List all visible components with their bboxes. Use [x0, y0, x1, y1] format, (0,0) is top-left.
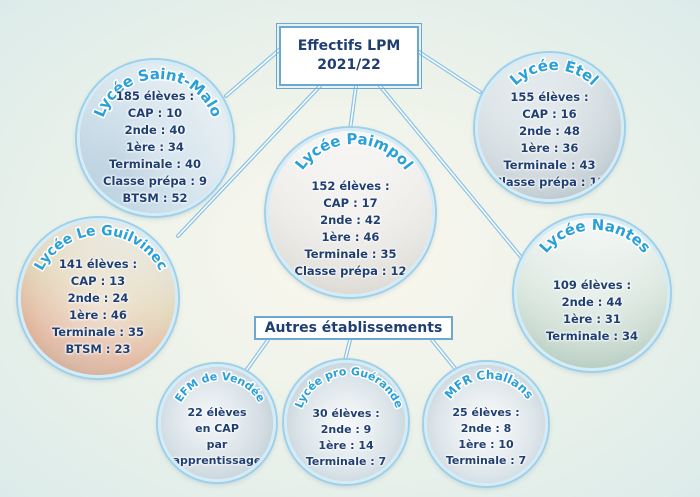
- stat-line: 2nde : 40: [124, 123, 186, 137]
- stat-line: 2nde : 9: [320, 423, 372, 436]
- stat-line: 185 élèves :: [115, 89, 195, 103]
- circle-lycee-etel: Lycée Étel Lycée Étel 155 élèves : CAP :…: [475, 53, 624, 202]
- stat-line: 152 élèves :: [311, 179, 390, 193]
- stat-line: 2nde : 42: [320, 213, 381, 227]
- title-box: Effectifs LPM 2021/22: [276, 23, 422, 89]
- arc-title-etel: Lycée Étel Lycée Étel: [505, 56, 604, 91]
- school-name-challans: MFR Challans: [442, 368, 537, 402]
- arc-title-guilvinec: Lycée Le Guilvinec Lycée Le Guilvinec: [30, 221, 172, 274]
- stat-line: Terminale : 7: [305, 455, 387, 468]
- stats-challans: 25 élèves : 2nde : 8 1ère : 10 Terminale…: [427, 405, 545, 469]
- stat-line: 25 élèves :: [452, 406, 520, 419]
- stat-line: Terminale : 35: [51, 325, 144, 339]
- school-name-guerande: Lycée pro Guérande: [292, 365, 405, 410]
- stat-line: 2nde : 8: [460, 422, 512, 435]
- school-name-etel: Lycée Étel: [506, 56, 602, 89]
- stats-vendee: 22 élèves en CAP par apprentissage: [161, 405, 273, 469]
- circle-lycee-saint-malo: Lycée Saint-Malo Lycée Saint-Malo 185 él…: [77, 60, 233, 216]
- svg-text:EFM de Vendée: EFM de Vendée: [172, 370, 267, 405]
- stats-etel: 155 élèves : CAP : 16 2nde : 48 1ère : 3…: [478, 89, 621, 191]
- stat-line: CAP : 10: [127, 106, 183, 120]
- circle-lycee-nantes: Lycée Nantes Lycée Nantes 109 élèves : 2…: [514, 215, 670, 371]
- svg-text:Lycée Étel: Lycée Étel: [506, 56, 602, 89]
- circle-lycee-paimpol: Lycée Paimpol Lycée Paimpol 152 élèves :…: [266, 128, 435, 297]
- autres-etablissements-box: Autres établissements: [254, 316, 453, 340]
- stat-line: en CAP: [195, 422, 239, 435]
- stat-line: 1ère : 34: [126, 140, 184, 154]
- stats-saint-malo: 185 élèves : CAP : 10 2nde : 40 1ère : 3…: [80, 88, 230, 207]
- circle-efm-de-vendee: EFM de Vendée EFM de Vendée 22 élèves en…: [158, 364, 276, 482]
- arc-title-vendee: EFM de Vendée EFM de Vendée: [171, 368, 269, 406]
- stat-line: 1ère : 14: [318, 439, 374, 452]
- circle-lycee-le-guilvinec: Lycée Le Guilvinec Lycée Le Guilvinec 14…: [18, 218, 178, 378]
- stat-line: BTSM : 23: [65, 342, 131, 356]
- stat-line: Terminale : 40: [108, 157, 201, 171]
- autres-etablissements-label: Autres établissements: [264, 320, 443, 336]
- svg-text:Lycée Paimpol: Lycée Paimpol: [291, 130, 416, 173]
- arc-title-paimpol: Lycée Paimpol Lycée Paimpol: [290, 130, 418, 175]
- school-name-paimpol: Lycée Paimpol: [291, 131, 416, 173]
- stat-line: 2nde : 44: [561, 295, 623, 309]
- circle-mfr-challans: MFR Challans MFR Challans 25 élèves : 2n…: [424, 362, 548, 486]
- stat-line: Terminale : 35: [304, 247, 397, 261]
- stat-line: Classe prépa : 9: [103, 174, 207, 188]
- stat-line: 1ère : 46: [69, 308, 127, 322]
- stat-line: 1ère : 36: [520, 141, 579, 155]
- stat-line: 2nde : 48: [519, 124, 580, 138]
- stat-line: Terminale : 7: [445, 454, 527, 467]
- title-line-2: 2021/22: [317, 57, 381, 73]
- stat-line: Terminale : 43: [503, 158, 596, 172]
- stat-line: 1ère : 46: [321, 230, 380, 244]
- stat-line: 109 élèves :: [552, 278, 632, 292]
- stat-line: Classe prépa : 12: [294, 264, 407, 278]
- stat-line: 22 élèves: [187, 406, 247, 419]
- stat-line: CAP : 16: [522, 107, 577, 121]
- stats-paimpol: 152 élèves : CAP : 17 2nde : 42 1ère : 4…: [269, 178, 432, 280]
- stat-line: 141 élèves :: [58, 257, 138, 271]
- svg-text:Lycée pro Guérande: Lycée pro Guérande: [292, 365, 405, 410]
- stats-nantes: 109 élèves : 2nde : 44 1ère : 31 Termina…: [517, 277, 667, 345]
- stat-line: BTSM : 52: [122, 191, 188, 205]
- stats-guilvinec: 141 élèves : CAP : 13 2nde : 24 1ère : 4…: [21, 256, 175, 358]
- stat-line: Terminale : 34: [545, 329, 638, 343]
- stat-line: 30 élèves :: [312, 407, 380, 420]
- arc-title-nantes: Lycée Nantes Lycée Nantes: [534, 216, 656, 258]
- svg-text:MFR Challans: MFR Challans: [442, 368, 537, 402]
- school-name-vendee: EFM de Vendée: [172, 370, 267, 405]
- stat-line: 1ère : 10: [458, 438, 514, 451]
- stat-line: 2nde : 24: [67, 291, 129, 305]
- stat-line: apprentissage: [172, 454, 262, 467]
- stat-line: par: [206, 438, 228, 451]
- stat-line: Classe prépa : 12: [493, 175, 606, 189]
- stat-line: CAP : 17: [323, 196, 378, 210]
- stats-guerande: 30 élèves : 2nde : 9 1ère : 14 Terminale…: [287, 406, 405, 470]
- arc-title-guerande: Lycée pro Guérande Lycée pro Guérande: [291, 363, 405, 411]
- stat-line: 155 élèves :: [510, 90, 589, 104]
- stat-line: CAP : 13: [70, 274, 126, 288]
- svg-text:Lycée Nantes: Lycée Nantes: [536, 216, 655, 257]
- circle-lycee-pro-guerande: Lycée pro Guérande Lycée pro Guérande 30…: [284, 360, 408, 484]
- arc-title-saint-malo: Lycée Saint-Malo Lycée Saint-Malo: [89, 63, 228, 121]
- title-line-1: Effectifs LPM: [297, 38, 401, 54]
- school-name-nantes: Lycée Nantes: [536, 218, 655, 257]
- stat-line: 1ère : 31: [563, 312, 621, 326]
- arc-title-challans: MFR Challans MFR Challans: [440, 366, 538, 403]
